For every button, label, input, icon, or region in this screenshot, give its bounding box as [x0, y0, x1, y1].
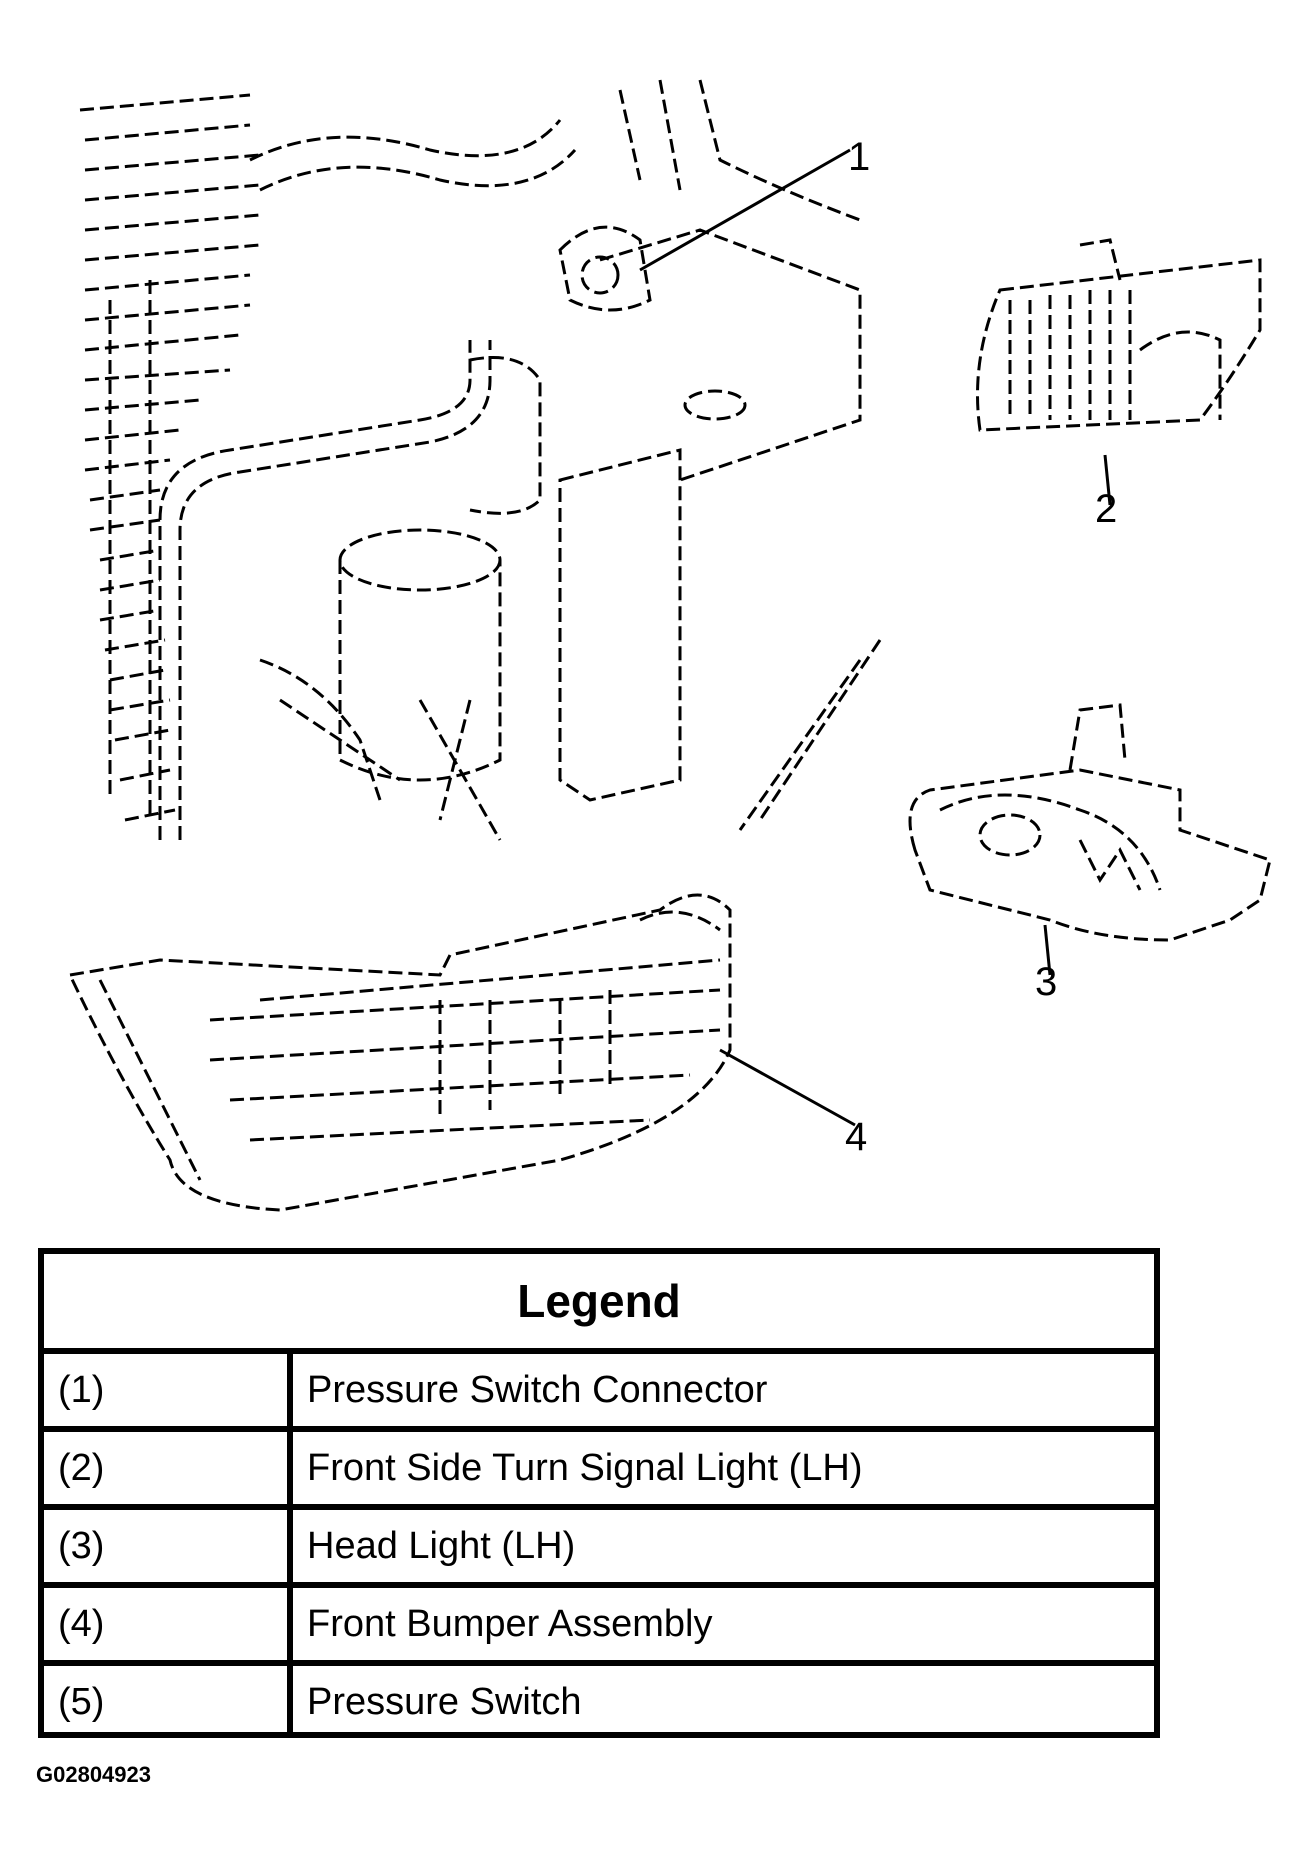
leader-line-2: [1103, 454, 1112, 506]
legend-title: Legend: [44, 1254, 1154, 1354]
radiator-drawing: [79, 93, 261, 822]
legend-row: (5) Pressure Switch: [44, 1663, 1154, 1738]
legend-number: (5): [44, 1663, 293, 1738]
legend-row: (3) Head Light (LH): [44, 1507, 1154, 1588]
leader-line-1: [639, 148, 851, 272]
legend-description: Pressure Switch: [307, 1680, 582, 1723]
legend-description: Front Side Turn Signal Light (LH): [290, 1429, 1154, 1510]
head-light-drawing: [908, 703, 1272, 942]
legend-description: Pressure Switch Connector: [290, 1351, 1154, 1432]
component-illustration: 1 2 3 4: [67, 79, 1272, 1212]
legend-number: (4): [44, 1585, 293, 1666]
leader-lines: [639, 148, 1112, 1127]
legend-description: Head Light (LH): [290, 1507, 1154, 1588]
leader-line-3: [1043, 924, 1052, 976]
callout-1: 1: [848, 135, 870, 179]
legend-table: Legend (1) Pressure Switch Connector (2)…: [38, 1248, 1160, 1738]
legend-number: (1): [44, 1351, 293, 1432]
front-bumper-drawing: [67, 893, 732, 1212]
legend-description: Front Bumper Assembly: [290, 1585, 1154, 1666]
turn-signal-light-drawing: [976, 238, 1262, 432]
pipe-drawing: [158, 119, 577, 840]
figure-id: G02804923: [36, 1762, 151, 1787]
legend-number: (3): [44, 1507, 293, 1588]
legend-row: (1) Pressure Switch Connector: [44, 1351, 1154, 1432]
pressure-switch-drawing: [259, 79, 882, 841]
legend-row: (2) Front Side Turn Signal Light (LH): [44, 1429, 1154, 1510]
legend-number: (2): [44, 1429, 293, 1510]
callout-2: 2: [1095, 487, 1117, 531]
leader-line-4: [719, 1048, 856, 1127]
callout-4: 4: [845, 1115, 867, 1159]
callout-3: 3: [1035, 960, 1057, 1004]
legend-row: (4) Front Bumper Assembly: [44, 1585, 1154, 1666]
